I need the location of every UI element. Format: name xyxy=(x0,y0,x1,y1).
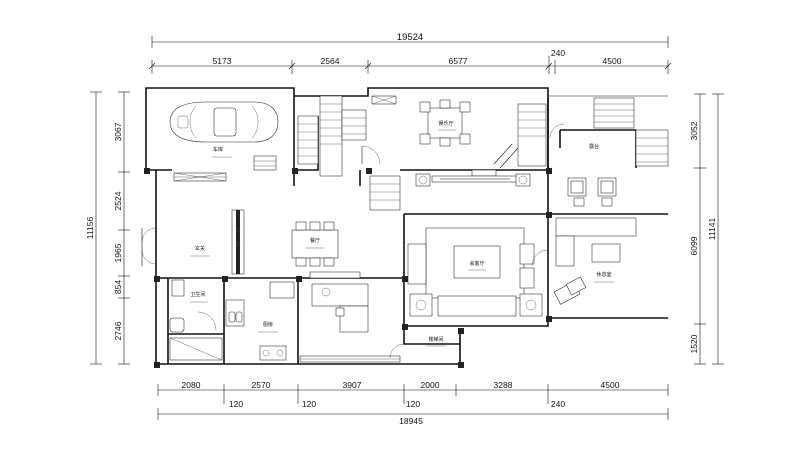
dim-top-4: 4500 xyxy=(603,56,622,66)
dim-bottom-note-3: 120 xyxy=(406,399,420,409)
dim-left-4: 854 xyxy=(113,280,123,294)
garage: 车库 xyxy=(169,101,279,171)
dim-left-overall: 11156 xyxy=(85,217,95,240)
dim-overall-bottom-label: 18945 xyxy=(399,416,423,426)
terrace: 露台 xyxy=(549,97,669,167)
dim-top-note: 240 xyxy=(551,48,565,58)
walls xyxy=(145,87,668,365)
dim-right-2: 6099 xyxy=(689,236,699,255)
bathroom-label: 卫生间 xyxy=(190,291,205,298)
doors-corridor xyxy=(361,145,381,165)
dim-top-3: 6577 xyxy=(449,56,468,66)
dim-top-1: 5173 xyxy=(213,56,232,66)
dining-table-round-icon xyxy=(419,99,471,147)
foyer: 玄关 xyxy=(141,209,245,275)
dimension-right: 3052 6099 1520 11141 xyxy=(689,93,724,365)
dimension-top-overall: 19524 xyxy=(151,32,669,48)
dining: 餐厅 xyxy=(291,221,361,279)
dim-left-5: 2746 xyxy=(113,321,123,340)
dim-left-1: 3067 xyxy=(113,122,123,141)
dim-right-overall: 11141 xyxy=(707,218,717,241)
lounge: 休息室 xyxy=(531,177,637,305)
living-room: 会客厅 xyxy=(369,173,543,317)
windows xyxy=(173,95,497,363)
garage-label: 车库 xyxy=(213,146,223,153)
kitchen: 厨房 xyxy=(225,281,369,361)
dim-right-3: 1520 xyxy=(689,334,699,353)
dim-left-2: 2524 xyxy=(113,191,123,210)
columns xyxy=(144,168,552,368)
living-label: 会客厅 xyxy=(469,260,484,267)
terrace-label: 露台 xyxy=(589,143,599,150)
dim-left-3: 1965 xyxy=(113,243,123,262)
dimension-bottom-segments: 2080 2570 3907 2000 3288 4500 120 120 12… xyxy=(157,380,669,409)
dim-bottom-2: 2570 xyxy=(252,380,271,390)
foyer-label: 玄关 xyxy=(195,245,205,252)
dim-bottom-note-2: 120 xyxy=(302,399,316,409)
lounge-label: 休息室 xyxy=(596,271,611,278)
dim-bottom-1: 2080 xyxy=(182,380,201,390)
dim-bottom-3: 3907 xyxy=(343,380,362,390)
dim-bottom-note-1: 120 xyxy=(229,399,243,409)
dim-bottom-4: 2000 xyxy=(421,380,440,390)
car-icon xyxy=(169,101,279,143)
dim-overall-top-label: 19524 xyxy=(397,32,423,43)
dim-top-2: 2564 xyxy=(321,56,340,66)
bathroom: 卫生间 xyxy=(169,279,223,361)
entertainment-label: 娱乐厅 xyxy=(438,120,453,127)
stair-room: 楼梯间 xyxy=(389,336,446,359)
kitchen-label: 厨房 xyxy=(263,321,273,328)
garage-steps xyxy=(253,155,277,171)
dining-label: 餐厅 xyxy=(310,237,320,244)
dim-right-1: 3052 xyxy=(689,121,699,140)
dimension-bottom-overall: 18945 xyxy=(157,408,669,426)
dim-bottom-5: 3288 xyxy=(494,380,513,390)
dimension-left: 11156 3067 2524 1965 854 2746 xyxy=(85,91,130,365)
dim-bottom-note-4: 240 xyxy=(551,399,565,409)
stairs-upper xyxy=(297,95,367,177)
dim-bottom-6: 4500 xyxy=(601,380,620,390)
entertainment-room: 娱乐厅 xyxy=(419,99,547,169)
dimension-top-segments: 5173 2564 6577 4500 240 xyxy=(148,48,672,74)
stair-room-label: 楼梯间 xyxy=(428,336,443,343)
